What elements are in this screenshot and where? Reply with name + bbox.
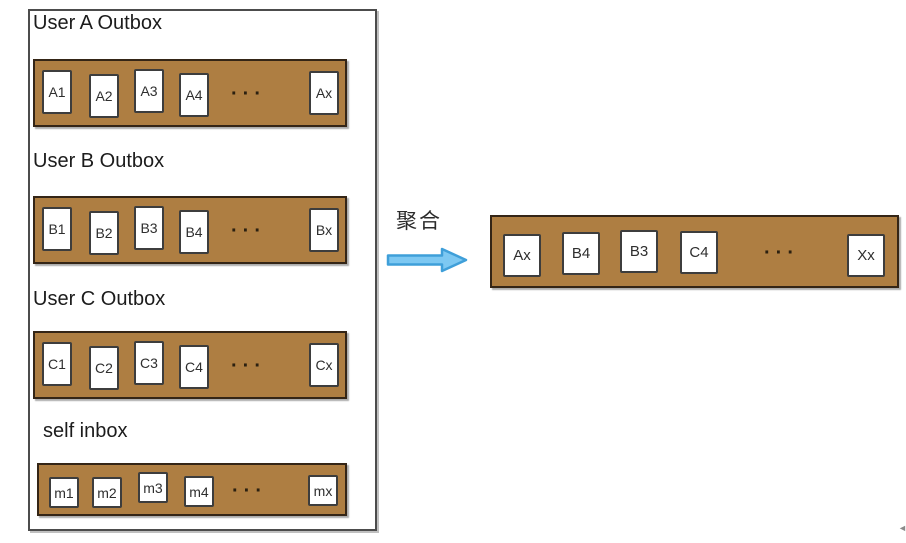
user-b-outbox-label: User B Outbox — [33, 150, 165, 172]
message-cell-m2: m2 — [92, 477, 122, 508]
message-cell-c4: C4 — [179, 345, 209, 389]
ellipsis-dots: ··· — [764, 242, 799, 264]
message-cell-a1: A1 — [42, 70, 72, 114]
merged-cell-b4: B4 — [562, 232, 600, 275]
message-cell-cx: Cx — [309, 343, 339, 387]
ellipsis-dots: ··· — [232, 480, 267, 502]
merged-cell-b3: B3 — [620, 230, 658, 273]
message-cell-b1: B1 — [42, 207, 72, 251]
message-cell-ax: Ax — [309, 71, 339, 115]
message-cell-c1: C1 — [42, 342, 72, 386]
self-inbox-label: self inbox — [43, 420, 128, 442]
corner-caret-mark: ◄ — [898, 523, 906, 533]
message-cell-b3: B3 — [134, 206, 164, 250]
aggregate-label: 聚合 — [396, 210, 442, 233]
merged-cell-ax: Ax — [503, 234, 541, 277]
message-cell-c3: C3 — [134, 341, 164, 385]
user-a-outbox-label: User A Outbox — [33, 12, 162, 34]
user-c-outbox-bar: C1 C2 C3 C4 ··· Cx — [33, 331, 347, 399]
self-inbox-bar: m1 m2 m3 m4 ··· mx — [37, 463, 347, 516]
message-cell-a3: A3 — [134, 69, 164, 113]
message-cell-b2: B2 — [89, 211, 119, 255]
ellipsis-dots: ··· — [231, 355, 266, 377]
ellipsis-dots: ··· — [231, 83, 266, 105]
message-cell-mx: mx — [308, 475, 338, 506]
merged-cell-xx: Xx — [847, 234, 885, 277]
merged-cell-c4: C4 — [680, 231, 718, 274]
user-b-outbox-bar: B1 B2 B3 B4 ··· Bx — [33, 196, 347, 264]
message-cell-m1: m1 — [49, 477, 79, 508]
aggregated-timeline-bar: Ax B4 B3 C4 ··· Xx — [490, 215, 899, 288]
message-cell-c2: C2 — [89, 346, 119, 390]
user-c-outbox-label: User C Outbox — [33, 288, 166, 310]
message-cell-bx: Bx — [309, 208, 339, 252]
message-cell-a2: A2 — [89, 74, 119, 118]
message-cell-m3: m3 — [138, 472, 168, 503]
message-cell-b4: B4 — [179, 210, 209, 254]
message-cell-m4: m4 — [184, 476, 214, 507]
user-a-outbox-bar: A1 A2 A3 A4 ··· Ax — [33, 59, 347, 127]
message-cell-a4: A4 — [179, 73, 209, 117]
ellipsis-dots: ··· — [231, 220, 266, 242]
right-arrow-icon — [386, 247, 468, 273]
